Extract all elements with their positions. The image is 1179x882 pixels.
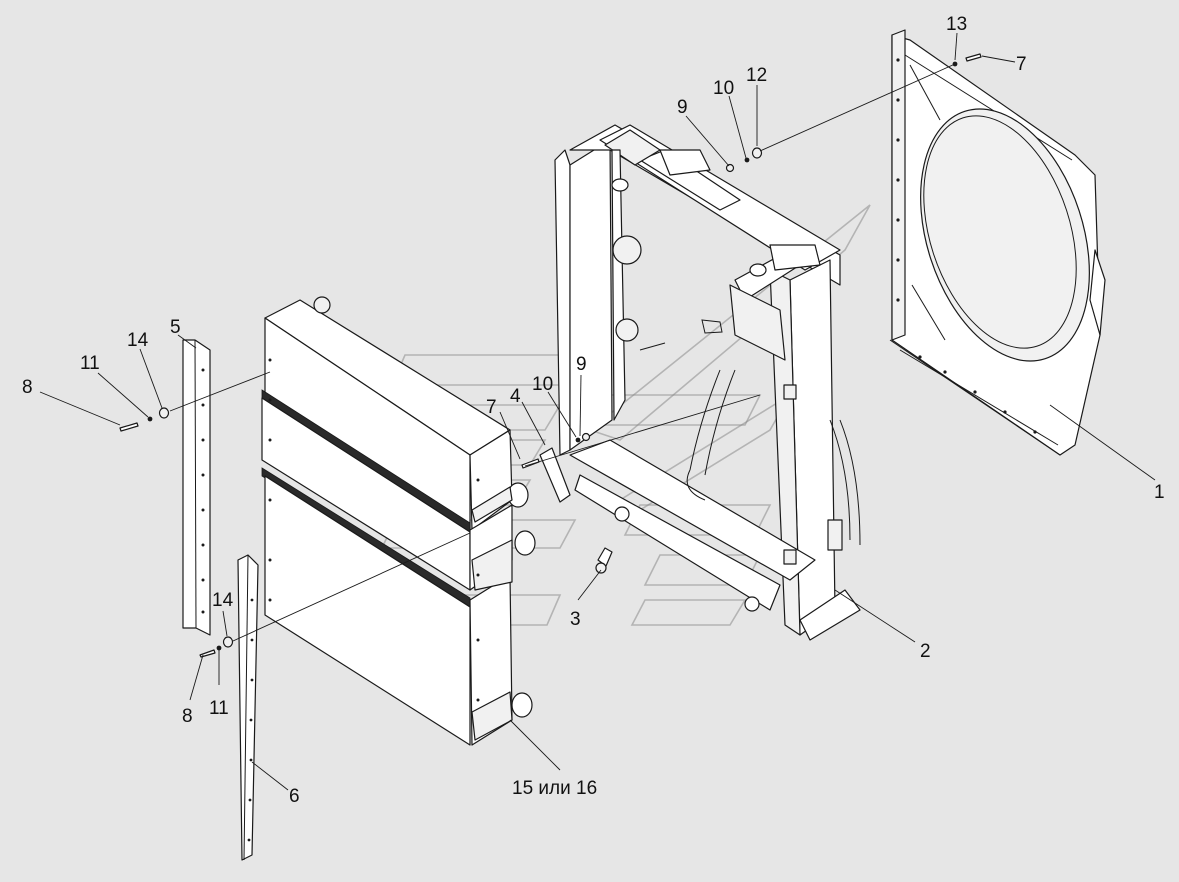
callout-5: 5 bbox=[170, 317, 181, 338]
callout-10-mid: 10 bbox=[532, 374, 553, 395]
callout-6: 6 bbox=[289, 786, 300, 807]
radiator-frame bbox=[554, 124, 861, 641]
assembly-axes bbox=[169, 63, 956, 642]
callout-11-upper: 11 bbox=[80, 353, 100, 374]
radiator-core bbox=[261, 296, 536, 746]
callout-15-16: 15 или 16 bbox=[512, 778, 597, 799]
callout-14-upper: 14 bbox=[127, 330, 149, 351]
leader-lines bbox=[39, 32, 1156, 791]
callout-7-left: 7 bbox=[486, 397, 497, 418]
callout-1: 1 bbox=[1154, 482, 1165, 503]
callout-10-top: 10 bbox=[713, 78, 734, 99]
bracket-plate bbox=[539, 447, 571, 503]
callout-11-lower: 11 bbox=[209, 698, 229, 719]
fan-shroud bbox=[889, 29, 1106, 456]
callout-8-upper: 8 bbox=[22, 377, 33, 398]
callout-labels: 1 2 3 4 5 6 7 7 8 8 9 9 10 10 11 11 12 1… bbox=[22, 14, 1165, 807]
drain-cock bbox=[595, 547, 613, 574]
side-strip-5 bbox=[182, 339, 211, 636]
callout-13: 13 bbox=[946, 14, 967, 35]
side-strip-6 bbox=[237, 554, 259, 861]
callout-7-right: 7 bbox=[1016, 54, 1027, 75]
callout-9-mid: 9 bbox=[576, 354, 587, 375]
callout-4: 4 bbox=[510, 386, 521, 407]
callout-2: 2 bbox=[920, 641, 931, 662]
callout-9-top: 9 bbox=[677, 97, 688, 118]
callout-3: 3 bbox=[570, 609, 581, 630]
callout-14-lower: 14 bbox=[212, 590, 234, 611]
callout-12: 12 bbox=[746, 65, 767, 86]
callout-8-lower: 8 bbox=[182, 706, 193, 727]
